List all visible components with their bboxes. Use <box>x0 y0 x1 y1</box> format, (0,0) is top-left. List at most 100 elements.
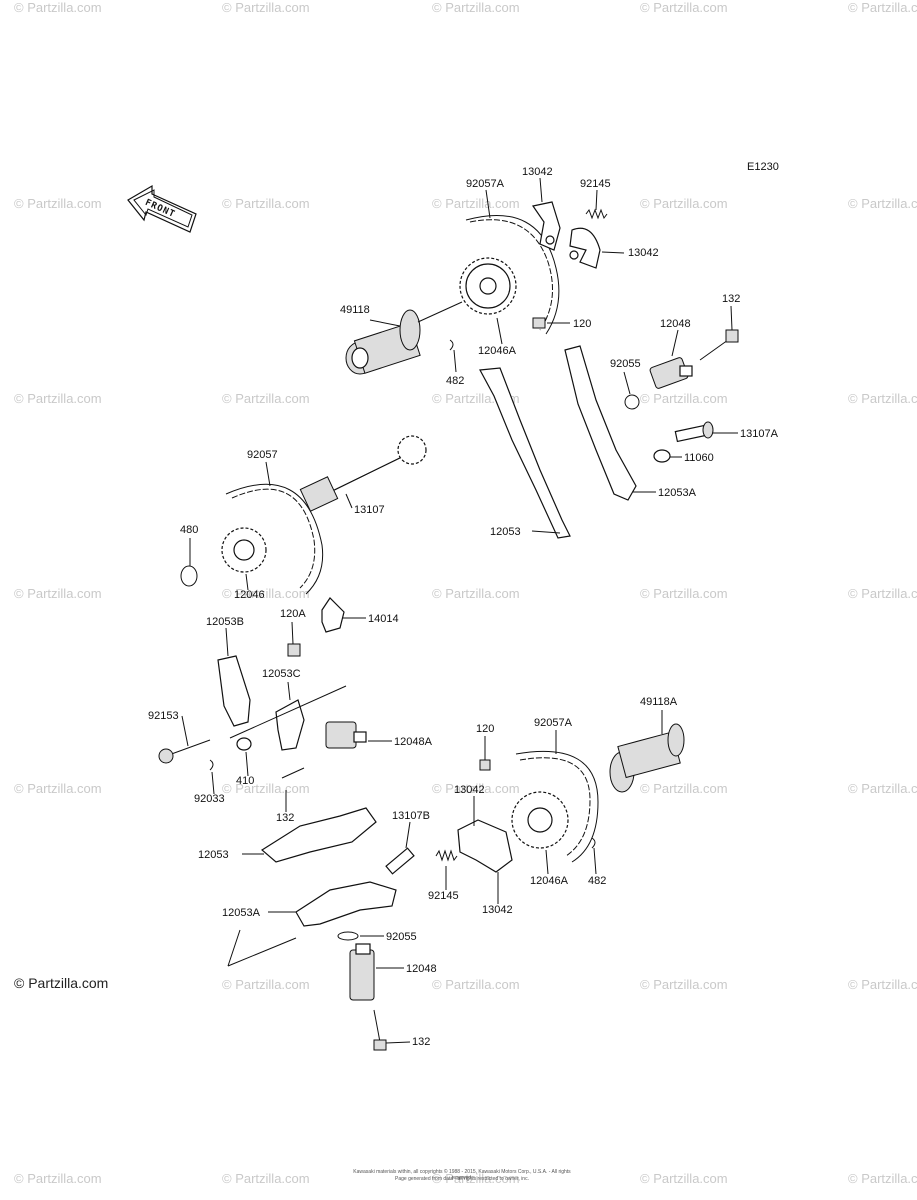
part-label-13107[interactable]: 13107 <box>354 504 385 516</box>
chain-guide-12053C <box>275 699 305 751</box>
part-label-92057[interactable]: 92057 <box>247 449 278 461</box>
weight-13042-top <box>531 201 601 269</box>
part-label-12053-top[interactable]: 12053 <box>490 526 521 538</box>
part-label-12048A[interactable]: 12048A <box>394 736 432 748</box>
watermark-text: © Partzilla.com <box>222 977 310 992</box>
watermark-text: © Partzilla.com <box>222 391 310 406</box>
watermark-text: © Partzilla.com <box>640 391 728 406</box>
bolt-132-mid <box>281 767 305 779</box>
pin-13107B <box>385 847 415 875</box>
watermark-text: © Partzilla.com <box>848 977 917 992</box>
part-label-480[interactable]: 480 <box>180 524 199 536</box>
part-label-132-top[interactable]: 132 <box>722 293 741 305</box>
tensioner-12048-bottom <box>349 943 375 1001</box>
watermark-text: © Partzilla.com <box>222 0 310 15</box>
watermark-text: © Partzilla.com <box>14 781 102 796</box>
part-label-11060[interactable]: 11060 <box>684 452 714 464</box>
bolt-120-bottom <box>479 759 491 771</box>
watermark-text: © Partzilla.com <box>848 0 917 15</box>
part-label-482-bottom[interactable]: 482 <box>588 875 607 887</box>
watermark-text: © Partzilla.com <box>432 1171 520 1186</box>
watermark-text: © Partzilla.com <box>14 196 102 211</box>
watermark-text: © Partzilla.com <box>432 977 520 992</box>
plate-14014 <box>321 597 345 633</box>
part-label-14014[interactable]: 14014 <box>368 613 399 625</box>
front-arrow-icon <box>127 184 197 233</box>
watermark-text: © Partzilla.com <box>848 1171 917 1186</box>
part-label-12048-top[interactable]: 12048 <box>660 318 691 330</box>
part-label-92057A-top[interactable]: 92057A <box>466 178 504 190</box>
part-label-49118A[interactable]: 49118A <box>640 696 678 708</box>
pin-13107A <box>674 421 714 443</box>
diagram-code: E1230 <box>747 161 779 173</box>
part-label-12053A-bottom[interactable]: 12053A <box>222 907 260 919</box>
part-label-13042-top[interactable]: 13042 <box>522 166 553 178</box>
part-label-12053B[interactable]: 12053B <box>206 616 244 628</box>
part-label-92153[interactable]: 92153 <box>148 710 179 722</box>
chain-92057A-top <box>469 219 553 331</box>
tensioner-12048-top <box>649 357 693 389</box>
watermark-text: © Partzilla.com <box>222 586 310 601</box>
watermark-text: © Partzilla.com <box>848 196 917 211</box>
leader-lines <box>181 177 738 1044</box>
part-label-92055-bottom[interactable]: 92055 <box>386 931 417 943</box>
chain-guide-12053A-top <box>564 345 637 501</box>
part-label-12053A-top[interactable]: 12053A <box>658 487 696 499</box>
part-label-120-top[interactable]: 120 <box>573 318 592 330</box>
part-label-12046[interactable]: 12046 <box>234 589 265 601</box>
spring-92145-top <box>585 208 608 220</box>
part-label-120A[interactable]: 120A <box>280 608 306 620</box>
part-label-13042-right[interactable]: 13042 <box>628 247 659 259</box>
part-label-12053C[interactable]: 12053C <box>262 668 301 680</box>
weight-13042-bottom <box>457 819 513 873</box>
chain-guide-12053-bottom <box>260 807 377 863</box>
watermark-text: © Partzilla.com <box>14 391 102 406</box>
bolt-132-top <box>699 329 739 361</box>
part-label-92057A-bottom[interactable]: 92057A <box>534 717 572 729</box>
oring-92055-top <box>624 394 640 410</box>
watermark-text: © Partzilla.com <box>432 586 520 601</box>
sprocket-12046A-bottom <box>511 791 569 849</box>
sprocket-12046A-top <box>459 257 517 315</box>
part-label-12048-bottom[interactable]: 12048 <box>406 963 437 975</box>
bolt-132-bottom <box>373 1009 387 1051</box>
watermark-text: © Partzilla.com <box>848 391 917 406</box>
part-label-13107A[interactable]: 13107A <box>740 428 778 440</box>
clip-92033 <box>209 759 214 771</box>
watermark-text: © Partzilla.com <box>848 586 917 601</box>
clip-482-top <box>449 339 454 351</box>
watermark-text: © Partzilla.com <box>848 781 917 796</box>
watermark-text: © Partzilla.com <box>14 0 102 15</box>
washer-410 <box>236 737 252 751</box>
watermark-text: © Partzilla.com <box>222 781 310 796</box>
watermark-text: © Partzilla.com <box>640 1171 728 1186</box>
circlip-480 <box>180 565 198 587</box>
part-label-120-bottom[interactable]: 120 <box>476 723 495 735</box>
footer-copyright-line-1: Kawasaki materials within, all copyright… <box>353 1169 571 1181</box>
footer-copyright-line-2: Page generated from data - all rights re… <box>395 1176 529 1182</box>
part-label-410[interactable]: 410 <box>236 775 255 787</box>
bolt-120A <box>287 643 301 657</box>
part-label-49118[interactable]: 49118 <box>340 304 370 316</box>
part-label-12053-bottom[interactable]: 12053 <box>198 849 229 861</box>
bolt-92153 <box>158 739 211 764</box>
watermark-text: © Partzilla.com <box>432 196 520 211</box>
part-label-92055-top[interactable]: 92055 <box>610 358 641 370</box>
part-label-92145-bottom[interactable]: 92145 <box>428 890 459 902</box>
watermark-text: © Partzilla.com <box>640 781 728 796</box>
part-label-13042-bottom-2[interactable]: 13042 <box>482 904 513 916</box>
shaft-13107 <box>299 435 427 512</box>
watermark-text: © Partzilla.com <box>14 1171 102 1186</box>
part-label-12046A-top[interactable]: 12046A <box>478 345 516 357</box>
chain-92057A-bottom <box>519 757 591 857</box>
tensioner-12048A <box>325 721 367 749</box>
part-label-92033[interactable]: 92033 <box>194 793 225 805</box>
part-label-12046A-bottom[interactable]: 12046A <box>530 875 568 887</box>
part-label-92145-top[interactable]: 92145 <box>580 178 611 190</box>
part-label-13107B[interactable]: 13107B <box>392 810 430 822</box>
part-label-132-bottom[interactable]: 132 <box>412 1036 431 1048</box>
part-label-132-mid[interactable]: 132 <box>276 812 295 824</box>
part-label-482-top[interactable]: 482 <box>446 375 465 387</box>
part-label-13042-bottom-1[interactable]: 13042 <box>454 784 485 796</box>
